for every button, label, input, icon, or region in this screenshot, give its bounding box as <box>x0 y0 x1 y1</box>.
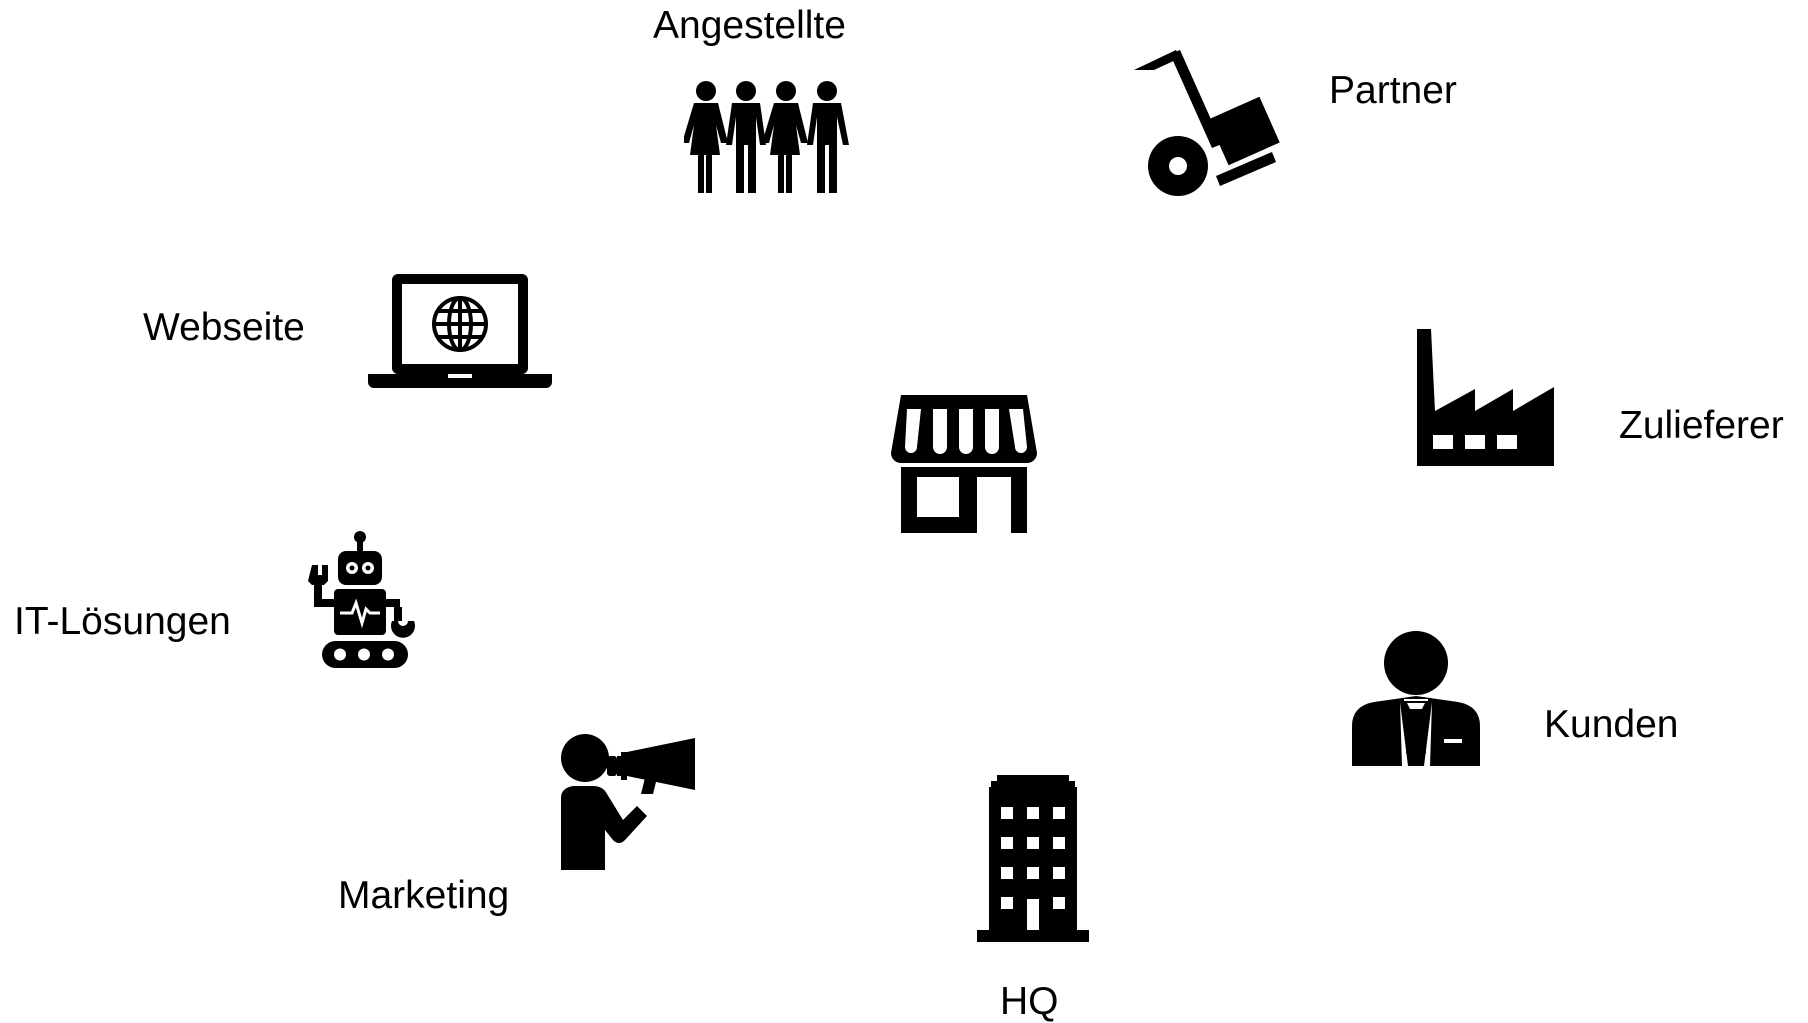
it-solutions-label: IT-Lösungen <box>14 600 231 643</box>
partner-label: Partner <box>1329 69 1457 112</box>
office-building-icon <box>977 773 1089 942</box>
factory-icon <box>1417 329 1554 466</box>
website-label: Webseite <box>143 306 305 349</box>
megaphone-person-icon <box>561 734 696 870</box>
people-group-icon <box>684 81 852 193</box>
laptop-globe-icon <box>368 274 552 388</box>
employees-label: Angestellte <box>653 4 846 47</box>
customers-label: Kunden <box>1544 703 1679 746</box>
robot-icon <box>308 531 418 668</box>
marketing-label: Marketing <box>338 874 510 917</box>
hand-truck-icon <box>1132 46 1280 200</box>
store-icon <box>891 395 1037 533</box>
supplier-label: Zulieferer <box>1619 404 1784 447</box>
businessman-icon <box>1352 631 1480 766</box>
hq-label: HQ <box>1000 980 1059 1023</box>
